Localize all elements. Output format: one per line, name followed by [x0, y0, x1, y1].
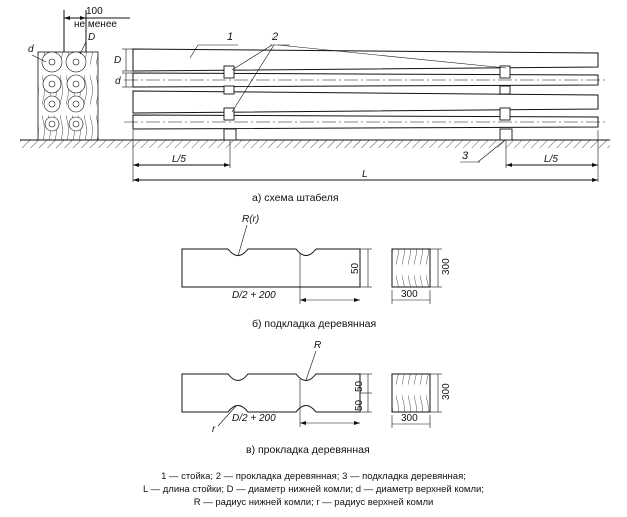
- callout-3: 3: [462, 150, 469, 162]
- spacer-label-r: r: [212, 424, 216, 435]
- callout-1: 1: [227, 31, 233, 43]
- pad-dim-offset: D/2 + 200: [232, 290, 276, 301]
- spacer-dim-50-bottom: 50: [354, 399, 365, 411]
- pad-label-radius: R(r): [242, 214, 259, 225]
- spacer-dim-300-w: 300: [401, 413, 418, 424]
- caption-pad: б) подкладка деревянная: [252, 318, 376, 330]
- label-d-small: d: [28, 44, 34, 55]
- dim-L5-left: L/5: [172, 154, 186, 165]
- spacer-side-view: D/2 + 200 50 50 R r: [181, 340, 372, 435]
- legend-line-2: L — длина стойки; D — диаметр нижней ком…: [143, 484, 484, 495]
- dim-L: L: [362, 169, 368, 180]
- label-D-big: D: [88, 32, 95, 43]
- pad-dim-300-h: 300: [441, 258, 452, 275]
- spacer-dim-50-top: 50: [354, 380, 365, 392]
- spacer-dim-300-h: 300: [441, 383, 452, 400]
- spacer-marker: [499, 107, 511, 121]
- callout-2: 2: [271, 31, 278, 43]
- ground-line: [20, 139, 610, 148]
- spacer-cross-section: 300 300: [391, 373, 452, 428]
- spacer-dim-offset: D/2 + 200: [232, 413, 276, 424]
- clearance-note: не менее: [74, 19, 117, 30]
- spacer-label-R: R: [314, 340, 321, 351]
- dim-L5-right: L/5: [544, 154, 558, 165]
- clearance-value: 100: [86, 6, 103, 17]
- dim-d: d: [115, 76, 121, 87]
- caption-spacer: в) прокладка деревянная: [246, 444, 370, 456]
- dim-D: D: [114, 55, 121, 66]
- pad-cross-section: 300 300: [391, 248, 452, 304]
- legend: 1 — стойка; 2 — прокладка деревянная; 3 …: [0, 470, 627, 509]
- base-pad-marker: [499, 128, 513, 141]
- base-pad-marker: [223, 128, 237, 141]
- legend-line-1: 1 — стойка; 2 — прокладка деревянная; 3 …: [161, 471, 466, 482]
- pad-side-view: D/2 + 200 50 R(r): [181, 214, 372, 304]
- log-stack-side-view: [124, 48, 606, 141]
- pad-dim-300-w: 300: [401, 289, 418, 300]
- caption-stack: а) схема штабеля: [252, 192, 339, 204]
- legend-line-3: R — радиус нижней комли; r — радиус верх…: [193, 497, 434, 508]
- spacer-marker: [223, 65, 235, 79]
- stack-end-view: 100 не менее d D: [28, 6, 130, 141]
- spacer-marker: [223, 107, 235, 121]
- dimension-lengths: L/5 L/5 L: [132, 130, 599, 182]
- spacer-marker: [499, 65, 511, 79]
- dimension-diameters: D d: [114, 48, 135, 88]
- pad-dim-50: 50: [350, 262, 361, 274]
- callouts: 1 2 3: [189, 31, 507, 163]
